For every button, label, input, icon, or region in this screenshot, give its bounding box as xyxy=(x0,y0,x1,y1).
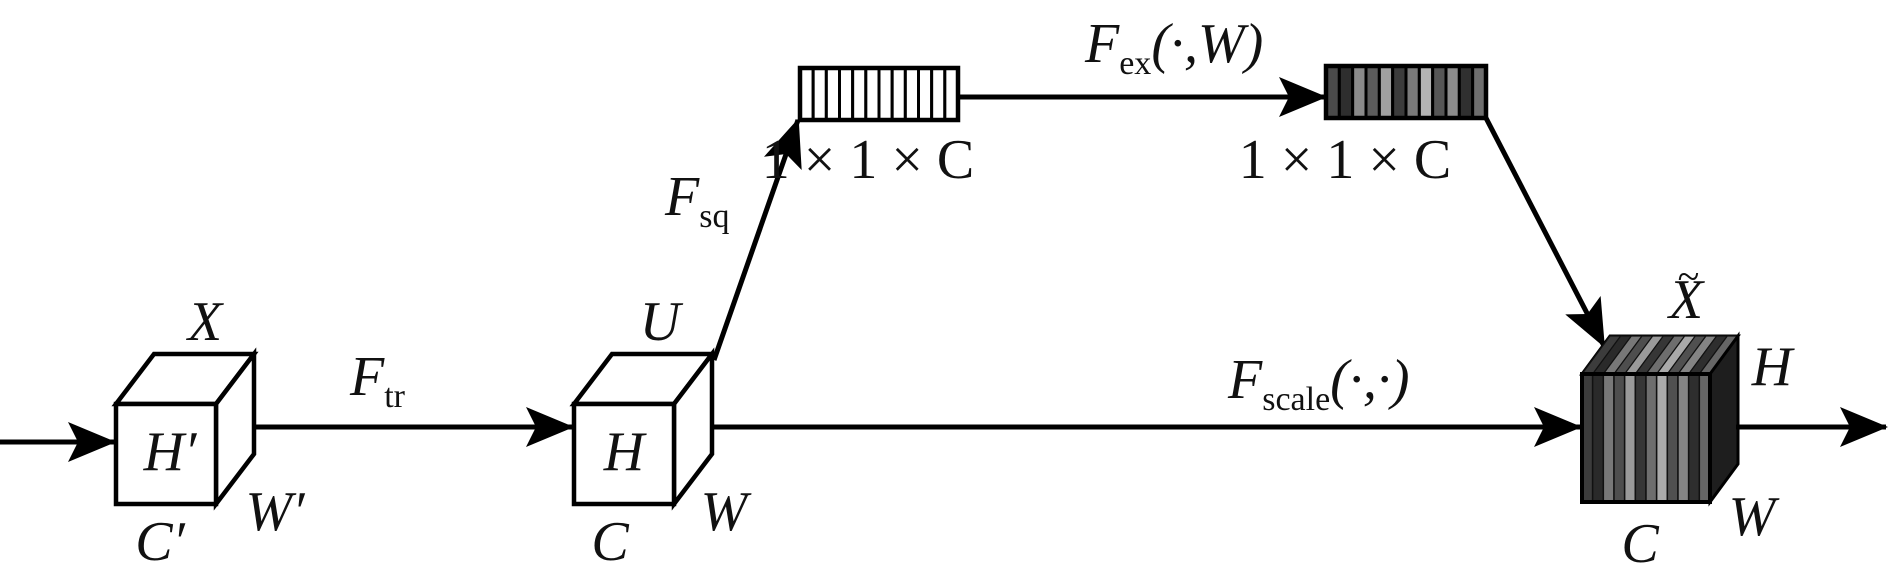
output-cube-top-accent: ~ xyxy=(1677,254,1699,299)
excited-vector-cell xyxy=(1404,64,1421,120)
input-cube xyxy=(111,347,259,511)
squeezed-vector-label: 1 × 1 × C xyxy=(762,129,975,191)
squeeze-label: Fsq xyxy=(664,166,729,235)
output-cube-height-label: H xyxy=(1751,336,1795,398)
excited-vector-cell xyxy=(1457,64,1475,120)
excited-vector-cell xyxy=(1431,64,1448,120)
mid-cube-face-label: H xyxy=(603,421,647,483)
input-cube-face-label: H′ xyxy=(143,421,197,483)
excited-vector-cell xyxy=(1417,64,1435,120)
excited-vector-cell xyxy=(1444,64,1461,120)
transform-label-sub: tr xyxy=(384,378,405,415)
excited-vector-label: 1 × 1 × C xyxy=(1239,129,1452,191)
mid-cube xyxy=(569,347,717,511)
excited-vector-cell xyxy=(1337,64,1355,120)
squeeze-arrow xyxy=(711,118,802,361)
squeezed-vector-outline xyxy=(797,65,961,123)
excite-label-base: F xyxy=(1084,13,1120,75)
transform-label-base: F xyxy=(349,346,385,408)
squeezed-vector-cell xyxy=(864,66,881,122)
output-cube-front-stripe xyxy=(1623,373,1637,503)
excited-vector xyxy=(1323,63,1489,121)
squeezed-vector-cell xyxy=(917,66,934,122)
mid-cube-bottom-label: C xyxy=(591,511,629,573)
excited-vector-cell xyxy=(1351,64,1368,120)
squeezed-vector-cell xyxy=(811,66,828,122)
squeezed-vector-cell xyxy=(851,66,868,122)
output-cube-front-stripe xyxy=(1655,373,1669,503)
squeezed-vector xyxy=(797,65,961,123)
squeeze-label-sub: sq xyxy=(699,198,729,235)
scale-label: Fscale(·,·) xyxy=(1227,349,1409,418)
excited-vector-outline xyxy=(1323,63,1489,121)
excite-label: Fex(·,W) xyxy=(1084,13,1263,82)
transform-label: Ftr xyxy=(349,346,406,415)
input-cube-top-label: X xyxy=(186,291,225,353)
output-cube-depth-label: W xyxy=(1729,486,1780,548)
scale-label-args: (·,·) xyxy=(1330,349,1409,411)
squeezed-vector-cell xyxy=(877,66,894,122)
output-cube-bottom-label: C xyxy=(1621,513,1659,575)
output-cube-front-stripe xyxy=(1687,373,1701,503)
output-cube-front-stripe xyxy=(1634,373,1647,503)
excited-vector-cell xyxy=(1391,64,1408,120)
output-cube-top-label: X xyxy=(1667,269,1706,331)
squeezed-vector-cell xyxy=(930,66,947,122)
squeezed-vector-cell xyxy=(824,66,841,122)
scale-label-base: F xyxy=(1227,349,1263,411)
excite-to-output-arrow xyxy=(1483,116,1607,348)
excited-vector-cell xyxy=(1377,64,1395,120)
squeezed-vector-cell xyxy=(903,66,920,122)
output-cube-front-stripe xyxy=(1645,373,1658,503)
mid-cube-depth-label: W xyxy=(701,481,752,543)
output-cube-front-stripe xyxy=(1602,373,1615,503)
squeeze-label-base: F xyxy=(664,166,700,228)
excite-label-sub: ex xyxy=(1119,45,1151,82)
mid-cube-top-label: U xyxy=(640,291,684,353)
output-cube-front-outline xyxy=(1580,372,1712,504)
input-cube-bottom-label: C′ xyxy=(135,511,185,573)
squeezed-vector-cell xyxy=(838,66,855,122)
output-cube-front-stripe xyxy=(1591,373,1605,503)
scale-label-sub: scale xyxy=(1262,381,1330,418)
output-cube-front-stripe xyxy=(1677,373,1690,503)
output-cube-front-stripe xyxy=(1666,373,1679,503)
excite-label-args: (·,W) xyxy=(1151,13,1263,75)
input-cube-depth-label: W′ xyxy=(246,481,306,543)
output-cube-front-stripe xyxy=(1613,373,1626,503)
output-cube xyxy=(1579,331,1741,507)
squeezed-vector-cell xyxy=(890,66,907,122)
excited-vector-cell xyxy=(1364,64,1381,120)
